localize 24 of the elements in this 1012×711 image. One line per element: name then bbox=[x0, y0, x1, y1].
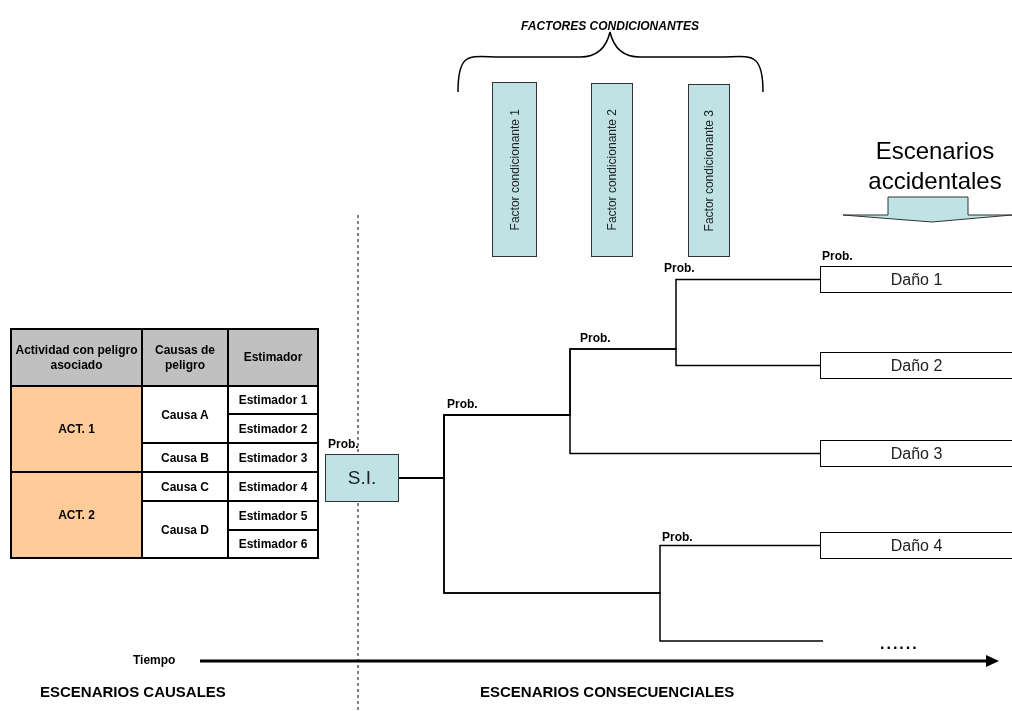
probability-label: Prob. bbox=[580, 332, 611, 344]
factor-box: Factor condicionante 1 bbox=[492, 82, 537, 257]
table-cell: Estimador 6 bbox=[227, 529, 319, 559]
outcome-box: Daño 2 bbox=[820, 352, 1012, 379]
probability-label: Prob. bbox=[447, 398, 478, 410]
section-title: Escenarios accidentales bbox=[867, 136, 1003, 196]
event-box: S.I. bbox=[325, 454, 399, 502]
outcome-box: Daño 3 bbox=[820, 440, 1012, 467]
table-cell: ACT. 2 bbox=[10, 471, 143, 559]
table-cell: ACT. 1 bbox=[10, 385, 143, 473]
factor-box: Factor condicionante 3 bbox=[688, 84, 730, 257]
header-cell: Actividad con peligro asociado bbox=[10, 328, 143, 387]
section-label: ESCENARIOS CONSECUENCIALES bbox=[480, 684, 735, 699]
ellipsis-text: ...... bbox=[880, 636, 919, 652]
section-label: ESCENARIOS CAUSALES bbox=[40, 684, 226, 699]
probability-label: Prob. bbox=[664, 262, 695, 274]
outcome-box: Daño 1 bbox=[820, 266, 1012, 293]
factor-box: Factor condicionante 2 bbox=[591, 83, 633, 257]
outcome-box: Daño 4 bbox=[820, 532, 1012, 559]
group-title: FACTORES CONDICIONANTES bbox=[520, 18, 700, 35]
header-cell: Causas de peligro bbox=[141, 328, 229, 387]
header-cell: Estimador bbox=[227, 328, 319, 387]
probability-label: Prob. bbox=[662, 531, 693, 543]
axis-label: Tiempo bbox=[133, 654, 176, 666]
